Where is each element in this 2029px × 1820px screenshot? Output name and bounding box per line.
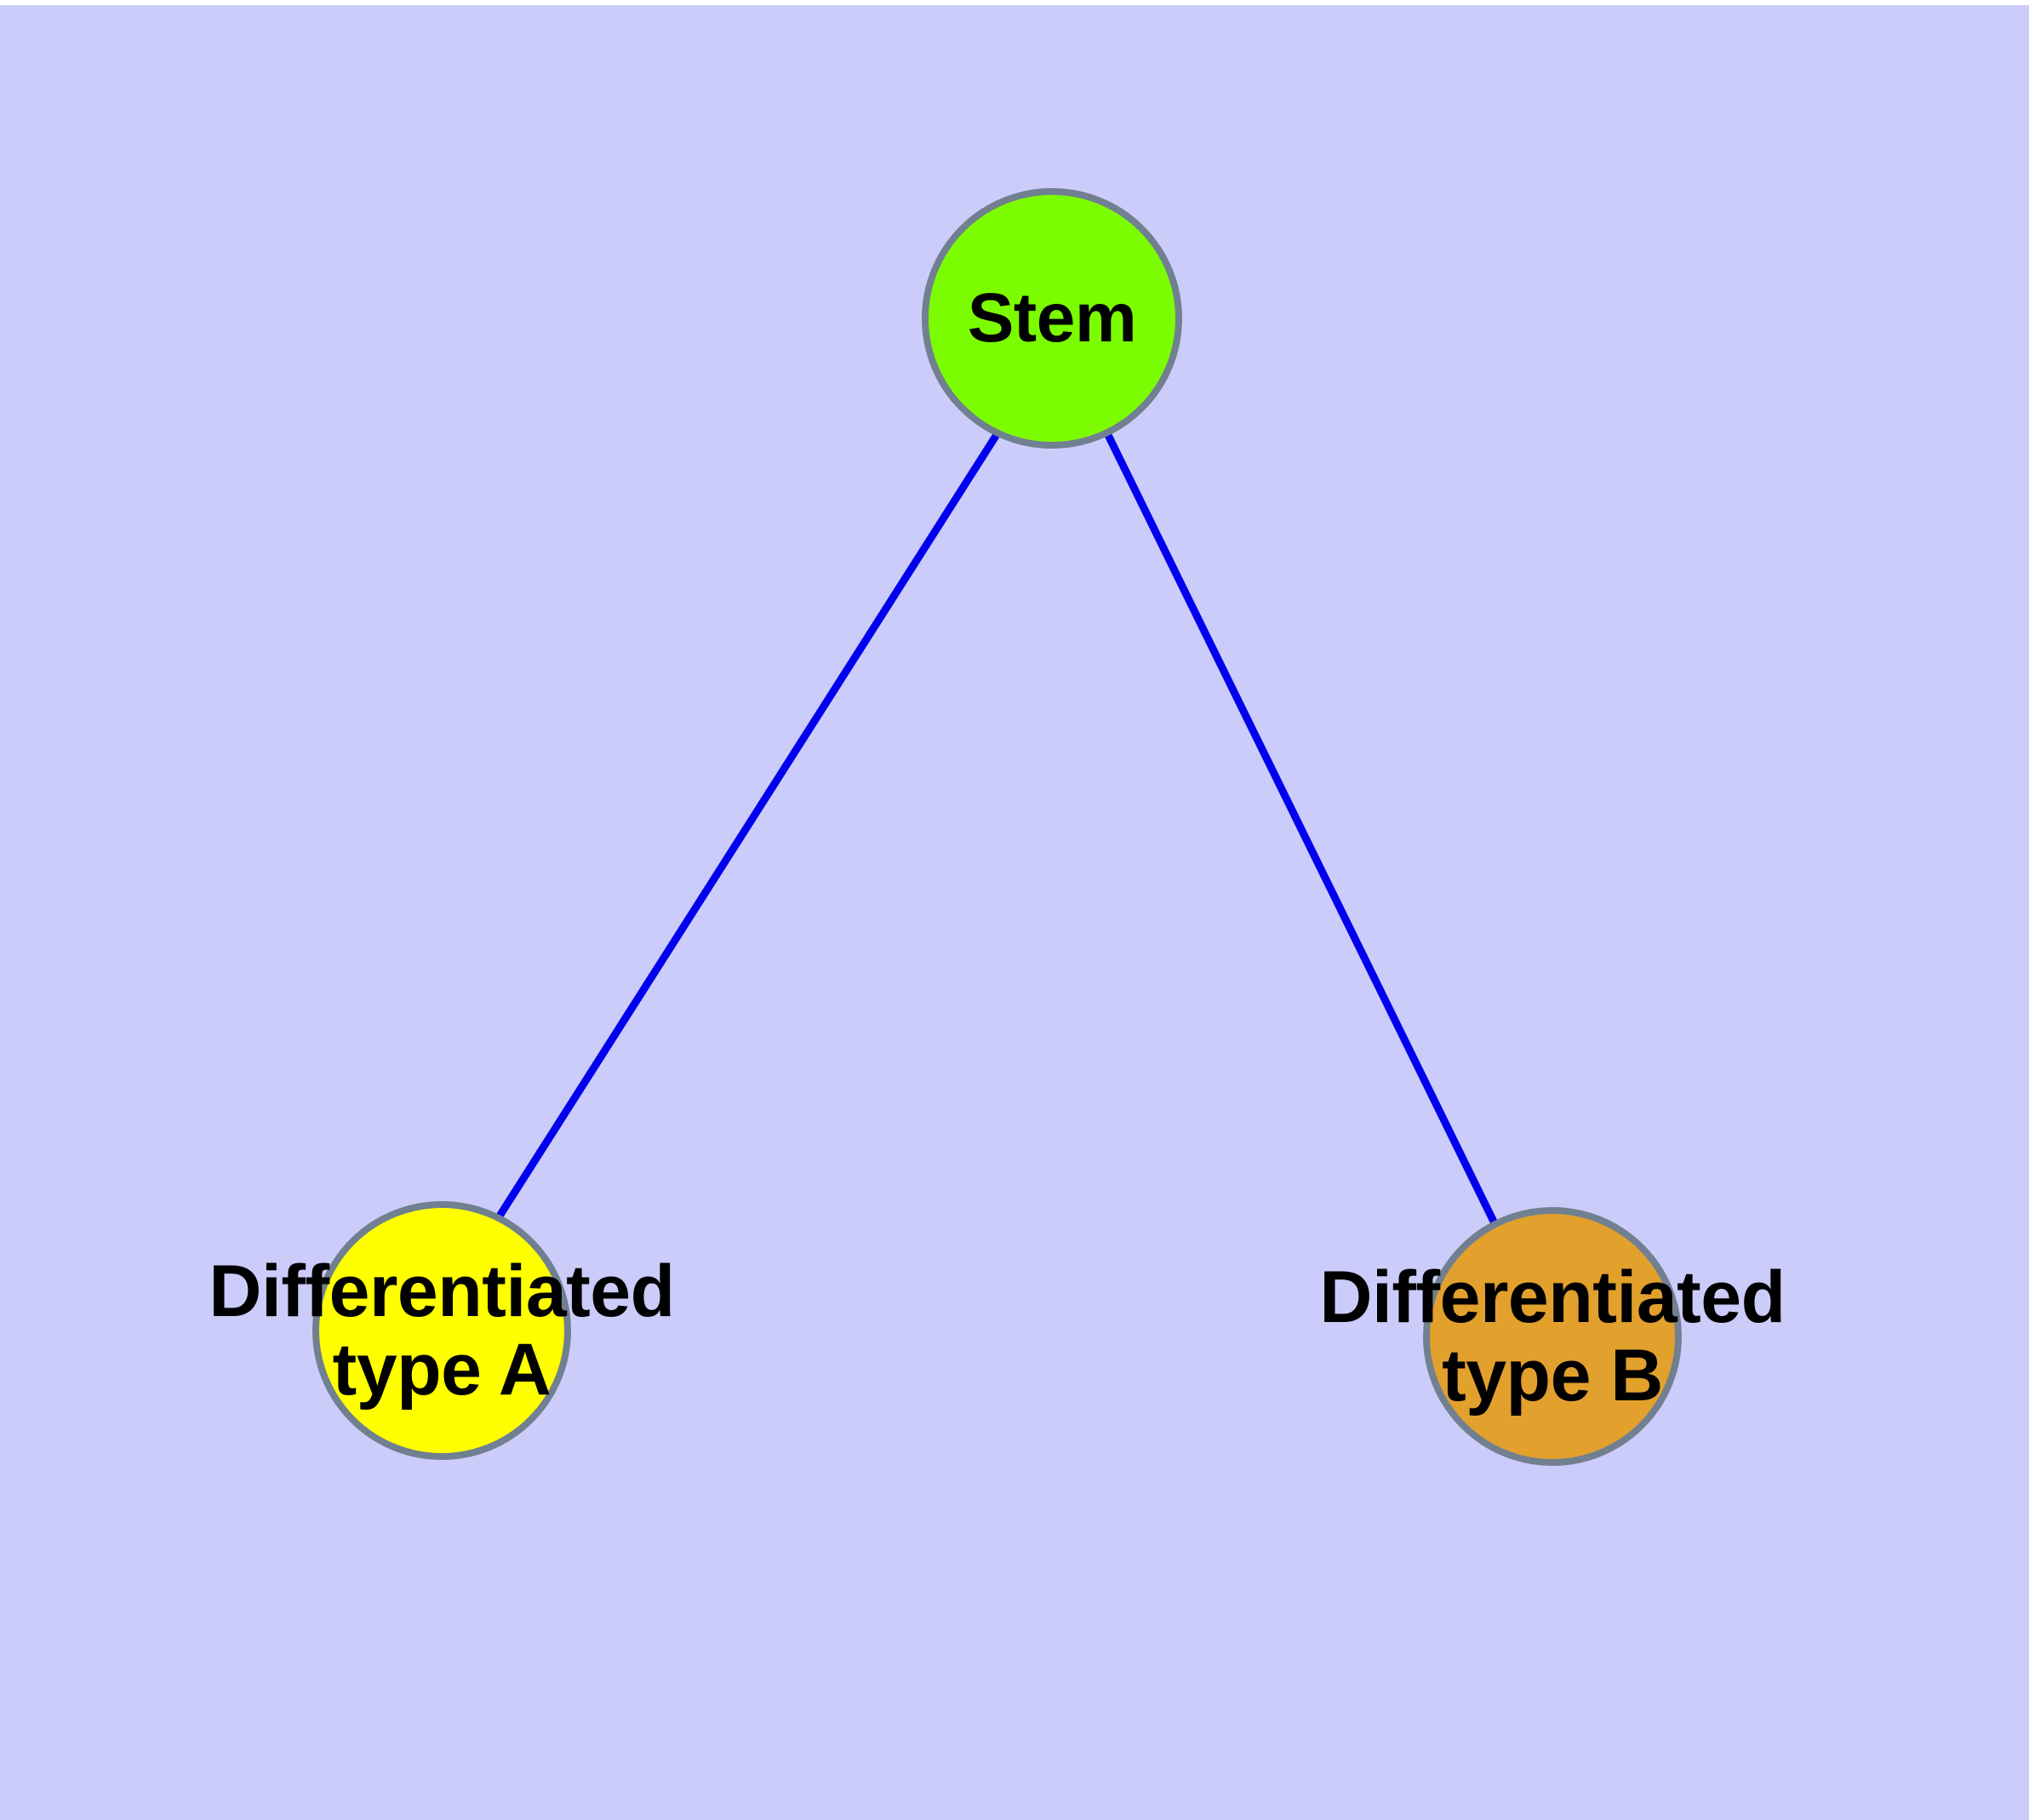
node-differentiated-type-a[interactable]	[312, 1201, 571, 1460]
edge-stem-to-differentiated-type-a	[495, 431, 1001, 1220]
edge-layer	[495, 431, 1498, 1223]
node-layer	[312, 188, 1682, 1466]
node-stem[interactable]	[922, 188, 1182, 449]
edge-stem-to-differentiated-type-b	[1103, 432, 1498, 1223]
node-differentiated-type-b[interactable]	[1423, 1207, 1682, 1466]
